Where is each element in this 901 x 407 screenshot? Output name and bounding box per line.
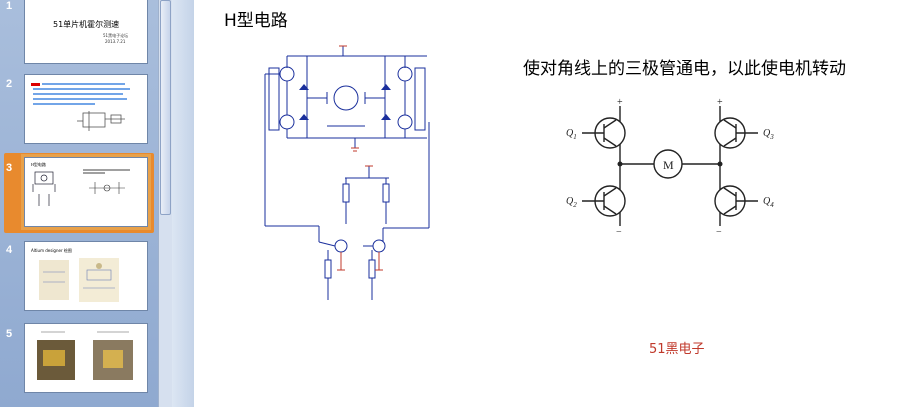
thumb-content xyxy=(31,83,130,131)
slide-thumbnail-2[interactable] xyxy=(24,74,148,144)
thumb-subtitle: 51黑电子论坛 xyxy=(103,33,129,38)
slide-number: 2 xyxy=(6,78,13,90)
slide-thumbnail-1[interactable]: 51单片机霍尔测速 51黑电子论坛 2013.7.21 xyxy=(24,0,148,64)
slide-thumbnail-5[interactable] xyxy=(24,323,148,393)
thumb-title: Altium designer 绘图 xyxy=(31,248,72,253)
q1-label: Q1 xyxy=(566,128,577,141)
brand-watermark: 51黑电子 xyxy=(649,342,705,357)
plus-label: + xyxy=(717,97,723,108)
thumb-content xyxy=(39,258,119,302)
hbridge-diagram: M Q1 Q2 Q3 Q4 + + − − xyxy=(566,97,774,236)
thumbnail-scrollbar[interactable] xyxy=(158,0,172,407)
plus-label: + xyxy=(617,97,623,108)
slide-number: 3 xyxy=(6,162,13,174)
scrollbar-thumb[interactable] xyxy=(160,0,171,215)
thumb-content xyxy=(37,331,133,380)
slide-thumbnail-4[interactable]: Altium designer 绘图 xyxy=(24,241,148,311)
motor-label: M xyxy=(663,158,674,172)
svg-text:H型电路: H型电路 xyxy=(31,161,46,167)
hbridge-schematic xyxy=(264,45,430,300)
slide-number: 1 xyxy=(6,0,13,12)
slide-thumbnail-3[interactable]: H型电路 xyxy=(21,154,151,230)
slide-thumbnail-panel: 1 51单片机霍尔测速 51黑电子论坛 2013.7.21 2 3 H型电路 xyxy=(0,0,172,407)
minus-label: − xyxy=(616,227,622,236)
q2-label: Q2 xyxy=(566,196,577,209)
minus-label: − xyxy=(716,227,722,236)
slide-description: 使对角线上的三极管通电，以此使电机转动 xyxy=(523,59,846,79)
slide-number: 5 xyxy=(6,328,13,340)
thumb-title: 51单片机霍尔测速 xyxy=(53,20,120,29)
q3-label: Q3 xyxy=(763,128,774,141)
pane-divider[interactable] xyxy=(172,0,194,407)
q4-label: Q4 xyxy=(763,196,774,209)
thumb-content: H型电路 xyxy=(31,161,130,206)
slide-number: 4 xyxy=(6,244,13,256)
slide-title: H型电路 xyxy=(224,11,288,31)
thumb-date: 2013.7.21 xyxy=(105,39,126,44)
